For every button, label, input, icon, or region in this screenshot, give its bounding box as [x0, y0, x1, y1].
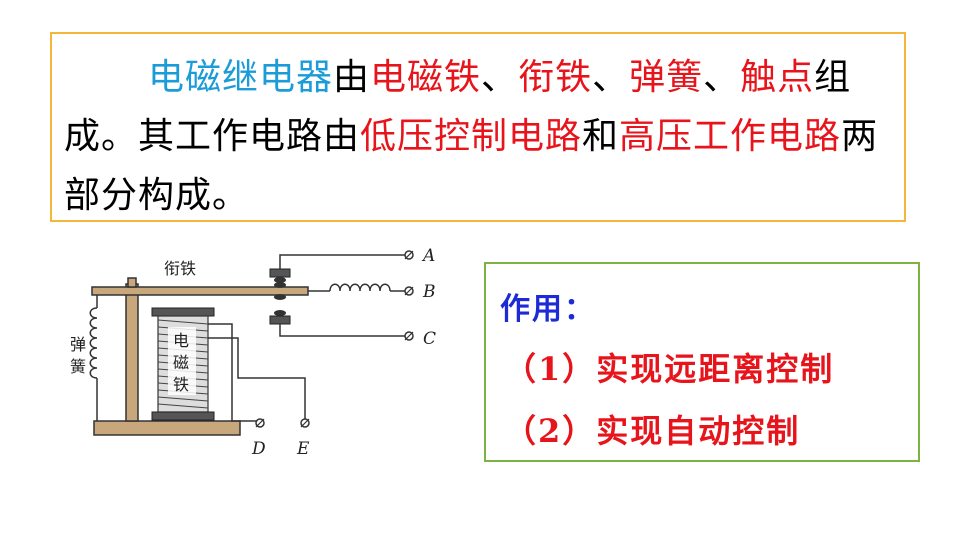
terminal-d-label: D: [251, 439, 266, 459]
terminal-b-label: B: [422, 282, 436, 302]
text-segment: 和: [582, 116, 620, 157]
term-contacts: 触点: [740, 57, 815, 98]
spool-top-flange: [151, 307, 215, 317]
pivot-cap: [127, 277, 137, 288]
spring-label-1: 弹: [70, 335, 86, 354]
text-segment: 、: [481, 57, 519, 98]
definition-paragraph: 电磁继电器由电磁铁、衔铁、弹簧、触点组成。其工作电路由低压控制电路和高压工作电路…: [64, 48, 894, 225]
base-plate: [93, 420, 241, 436]
lower-contact-tip: [274, 310, 286, 316]
pivot-post: [125, 283, 139, 422]
moving-contact-top: [274, 282, 286, 288]
text-segment: 两部分构成。: [64, 116, 879, 216]
function-item-automatic-control: （2）实现自动控制: [504, 412, 801, 450]
text-segment: 组成。其工作电路由: [64, 57, 852, 157]
coil-wire-d: [208, 323, 260, 422]
upper-contact-tip: [274, 277, 286, 283]
spool-bottom-flange: [151, 411, 215, 421]
spring-label-2: 簧: [70, 357, 86, 376]
terminal-c-label: C: [423, 329, 436, 349]
term-electromagnet: 电磁铁: [370, 57, 482, 98]
lower-contact: [269, 315, 291, 325]
magnet-label-3: 铁: [173, 375, 189, 394]
term-armature: 衔铁: [518, 57, 593, 98]
function-item-remote-control: （1）实现远距离控制: [504, 350, 835, 388]
function-box: 作用： （1）实现远距离控制 （2）实现自动控制: [484, 262, 920, 462]
terminal-a-label: A: [421, 246, 435, 266]
term-spring: 弹簧: [629, 57, 704, 98]
wire-to-a: [279, 254, 405, 269]
magnet-label-bg: [168, 327, 196, 395]
coil-wire-e: [208, 337, 306, 421]
terminal-e-label: E: [296, 439, 310, 459]
contact-spring-coil: [329, 283, 391, 292]
relay-diagram-svg: 衔铁 弹 簧 电 磁 铁 A B C D E: [70, 246, 436, 459]
text-segment: 、: [703, 57, 741, 98]
relay-diagram: 衔铁 弹 簧 电 磁 铁 A B C D E: [60, 238, 460, 468]
magnet-label-1: 电: [173, 331, 189, 350]
function-title: 作用：: [500, 292, 596, 327]
text-segment: 、: [592, 57, 630, 98]
term-electromagnetic-relay: 电磁继电器: [148, 57, 334, 98]
armature-label: 衔铁: [164, 259, 196, 278]
term-low-voltage-circuit: 低压控制电路: [360, 116, 583, 157]
magnet-label-2: 磁: [173, 353, 189, 372]
term-high-voltage-circuit: 高压工作电路: [619, 116, 842, 157]
wire-to-c: [279, 324, 405, 337]
armature-bar: [91, 286, 309, 296]
moving-contact-bottom: [274, 294, 286, 300]
definition-box: 电磁继电器由电磁铁、衔铁、弹簧、触点组成。其工作电路由低压控制电路和高压工作电路…: [50, 32, 906, 222]
spring-coil: [89, 307, 98, 379]
upper-contact: [269, 268, 291, 278]
text-segment: 由: [333, 57, 371, 98]
